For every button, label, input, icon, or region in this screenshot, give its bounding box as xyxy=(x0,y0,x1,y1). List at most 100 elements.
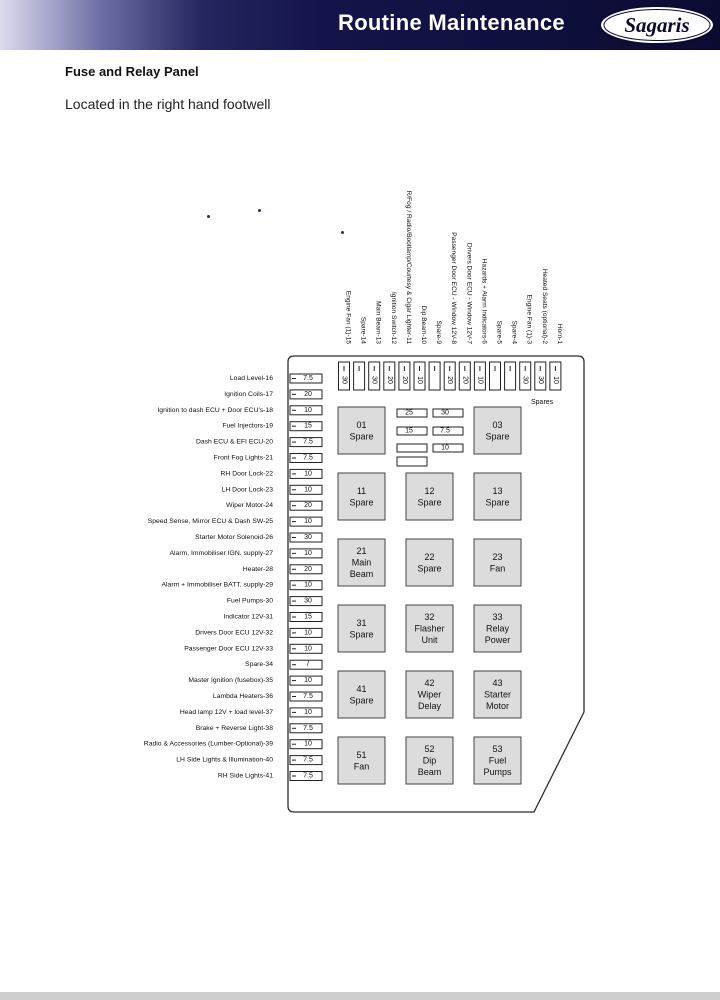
left-fuse xyxy=(289,612,323,622)
relay-label: 43 xyxy=(492,678,502,688)
stray-dot xyxy=(258,209,261,212)
left-fuse-rating: 10 xyxy=(304,582,312,589)
relay-box xyxy=(337,670,386,719)
relay-label: Unit xyxy=(421,635,438,645)
left-fuse xyxy=(289,723,323,734)
location-text: Located in the right hand footwell xyxy=(65,96,271,112)
top-fuse xyxy=(519,361,532,391)
top-fuse-label: Engine Fan (1)-3 xyxy=(526,295,533,345)
top-fuse-rating: 20 xyxy=(386,376,393,384)
relay-box xyxy=(337,538,386,587)
top-fuse xyxy=(489,361,501,391)
relay-label: 42 xyxy=(424,678,434,688)
left-fuse-rating: 10 xyxy=(304,518,312,525)
stray-dot xyxy=(341,231,344,234)
left-fuse xyxy=(289,373,323,384)
relay-label: 53 xyxy=(492,744,502,754)
relay-label: Delay xyxy=(418,701,442,711)
top-fuse-label: Dip Beam-10 xyxy=(420,306,427,345)
left-fuse-label: Drivers Door ECU 12V-32 xyxy=(195,629,273,636)
top-fuse-rating: 30 xyxy=(341,376,348,384)
top-fuse-label: Heated Seats (optional)-2 xyxy=(541,269,548,344)
left-fuse-rating: 30 xyxy=(304,534,312,541)
relay-box xyxy=(473,472,522,521)
relay-box xyxy=(405,736,454,785)
left-fuse xyxy=(289,707,323,718)
relay-label: Main xyxy=(352,558,372,568)
left-fuse-label: Master Ignition (fusebox)-35 xyxy=(188,677,273,684)
relay-label: 13 xyxy=(492,486,502,496)
spare-fuse xyxy=(432,443,464,453)
relay-label: 12 xyxy=(424,486,434,496)
top-fuse xyxy=(428,361,441,391)
spare-fuse xyxy=(396,408,428,418)
left-fuse-label: Fuel Pumps-30 xyxy=(227,598,273,605)
logo-text: Sagaris xyxy=(624,13,689,37)
relay-box xyxy=(473,670,522,719)
top-fuse xyxy=(504,361,517,391)
relay-label: Power xyxy=(485,635,511,645)
left-fuse-label: Brake + Reverse Light-38 xyxy=(196,725,273,732)
top-fuse xyxy=(458,361,471,391)
top-fuse-label: Hazards + Alarm Indicators-6 xyxy=(480,259,487,345)
left-fuse-rating: 7.5 xyxy=(303,375,313,382)
left-fuse-label: Front Fog Lights-21 xyxy=(214,455,274,462)
top-fuse xyxy=(398,361,411,391)
left-fuse xyxy=(289,421,323,432)
header-title: Routine Maintenance xyxy=(338,10,565,35)
left-fuse xyxy=(289,564,323,575)
left-fuse-label: Radio & Accessories (Lumber-Optional)-39 xyxy=(144,741,273,748)
left-fuse xyxy=(289,580,323,591)
left-fuse-rating: 20 xyxy=(304,502,312,509)
left-fuse-label: Lambda Heaters-36 xyxy=(213,693,273,700)
relay-box xyxy=(337,604,386,653)
top-fuse-rating: 10 xyxy=(552,376,559,384)
left-fuse xyxy=(289,548,323,559)
left-fuse-rating: 10 xyxy=(304,741,312,748)
relay-label: 51 xyxy=(356,750,366,760)
spare-fuse-rating: 15 xyxy=(405,428,413,435)
top-fuse-label: Spare-4 xyxy=(511,321,518,345)
relay-label: 21 xyxy=(356,546,366,556)
relay-label: 11 xyxy=(357,486,366,496)
spare-fuse xyxy=(432,408,464,418)
relay-box xyxy=(473,538,522,587)
left-fuse-rating: / xyxy=(307,661,309,668)
relay-label: 33 xyxy=(492,612,502,622)
relay-box xyxy=(337,736,386,785)
left-fuse-rating: 10 xyxy=(304,550,312,557)
relay-box xyxy=(405,670,454,719)
left-fuse xyxy=(289,771,323,781)
top-fuse xyxy=(353,361,366,391)
top-fuse xyxy=(338,361,350,391)
top-fuse-label: Spare-14 xyxy=(360,317,367,344)
relay-label: Starter xyxy=(484,690,511,700)
left-fuse-label: Load Level-16 xyxy=(230,375,273,382)
left-fuse xyxy=(289,532,323,543)
top-fuse-rating: 30 xyxy=(537,376,544,384)
spares-label: Spares xyxy=(531,399,554,406)
left-fuse xyxy=(289,405,323,416)
left-fuse xyxy=(289,739,323,750)
top-fuse-rating: 20 xyxy=(446,376,453,384)
left-fuse-label: Spare-34 xyxy=(245,661,273,668)
top-fuse-label: Main Beam-13 xyxy=(375,301,382,344)
left-fuse-rating: 15 xyxy=(304,423,312,430)
top-fuse-label: Drivers Door ECU - Window 12V-7 xyxy=(465,243,472,344)
relay-box xyxy=(473,604,522,653)
left-fuse xyxy=(289,453,323,463)
relay-label: Relay xyxy=(486,624,510,634)
left-fuse-label: RH Side Lights-41 xyxy=(218,773,273,780)
top-fuse xyxy=(383,361,396,391)
spare-fuse-rating: 10 xyxy=(441,445,449,452)
top-fuse-rating: 10 xyxy=(416,376,423,384)
relay-label: Spare xyxy=(349,629,373,639)
left-fuse xyxy=(289,643,323,654)
left-fuse-rating: 10 xyxy=(304,709,312,716)
relay-label: Fan xyxy=(354,761,370,771)
left-fuse-rating: 30 xyxy=(304,598,312,605)
left-fuse-label: Passenger Door ECU 12V-33 xyxy=(184,645,273,652)
spare-fuse xyxy=(432,426,464,436)
top-fuse xyxy=(368,361,381,391)
left-fuse-rating: 7.5 xyxy=(303,757,313,764)
